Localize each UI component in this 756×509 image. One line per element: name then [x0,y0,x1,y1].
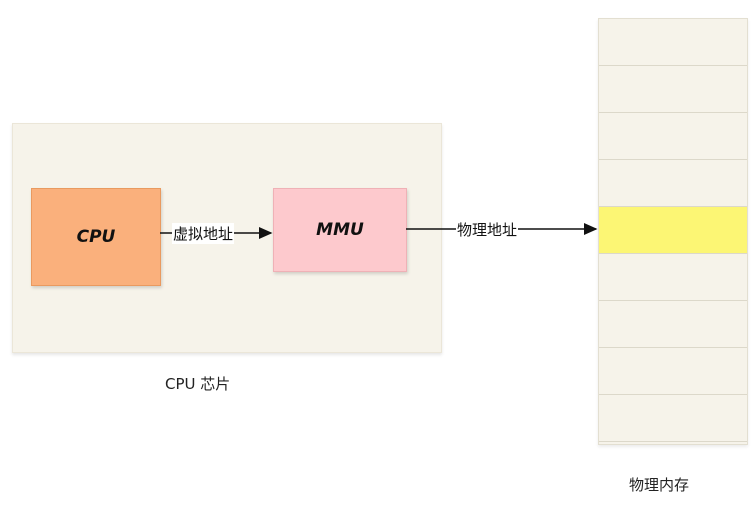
physical-memory [598,18,748,445]
cpu-box: CPU [31,188,161,286]
physical-address-label: 物理地址 [456,219,519,240]
memory-cell [599,113,747,160]
memory-cell [599,66,747,113]
mmu-label: MMU [316,220,364,240]
cpu-chip-caption: CPU 芯片 [165,375,231,393]
memory-cell [599,160,747,207]
memory-cell [599,348,747,395]
memory-cell-highlighted [599,207,747,254]
mmu-box: MMU [273,188,407,272]
memory-cell [599,395,747,442]
virtual-address-label: 虚拟地址 [172,223,235,244]
memory-cell [599,19,747,66]
cpu-label: CPU [76,227,116,247]
physical-memory-caption: 物理内存 [629,476,690,494]
memory-cell [599,301,747,348]
memory-cell [599,254,747,301]
